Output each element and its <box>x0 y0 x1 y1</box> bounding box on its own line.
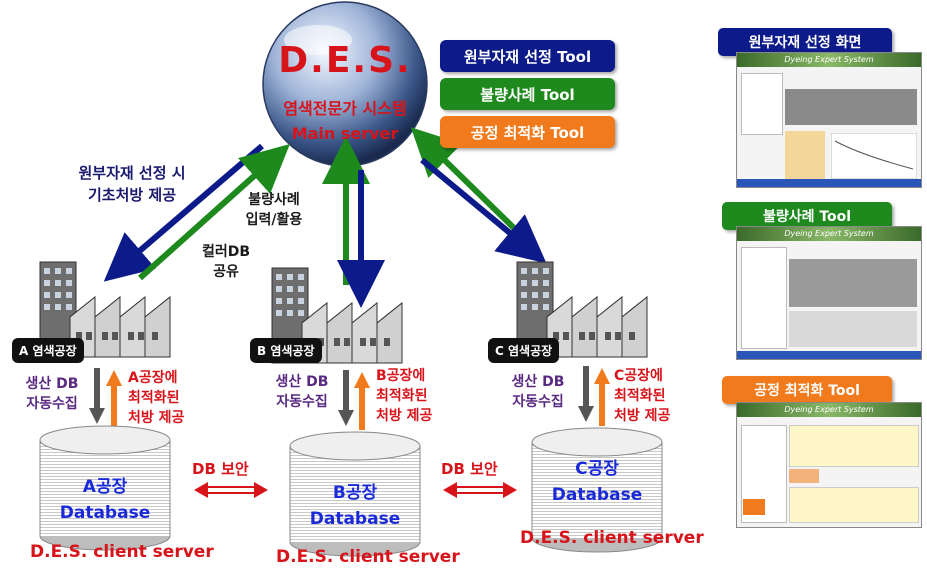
screen-material-taskbar <box>737 179 921 187</box>
factory-c-provide-line3: 처방 제공 <box>614 408 671 424</box>
server-title: D.E.S. <box>278 40 412 81</box>
client-server-b: D.E.S. client server <box>276 547 460 567</box>
factory-a-provide-line2: 최적화된 <box>128 390 180 406</box>
factory-b-collect-line1: 생산 DB <box>275 374 329 390</box>
screen-material-chart <box>831 133 917 179</box>
factory-a-collect-line2: 자동수집 <box>26 396 78 412</box>
factory-b-provide: B공장에 최적화된 처방 제공 <box>376 366 432 426</box>
screen-defect-tree <box>741 247 787 349</box>
factory-c-provide: C공장에 최적화된 처방 제공 <box>614 366 670 426</box>
factory-b-provide-line1: B공장에 <box>376 368 426 384</box>
screen-process-banner: Dyeing Expert System <box>737 403 921 417</box>
db-security-label-ab: DB 보안 <box>192 460 249 478</box>
screen-material-form <box>785 131 825 179</box>
factory-a-provide: A공장에 최적화된 처방 제공 <box>128 368 184 428</box>
screen-material-selection: Dyeing Expert System <box>736 52 922 188</box>
database-b-name: B공장 <box>332 483 378 503</box>
screen-process-optimization: Dyeing Expert System <box>736 402 922 528</box>
database-c-type: Database <box>551 485 643 505</box>
screen-process-swatch <box>743 499 765 515</box>
factory-c-collect-line2: 자동수집 <box>512 394 564 410</box>
factory-b-provide-line2: 최적화된 <box>376 388 428 404</box>
database-a-label: A공장 Database <box>40 474 170 526</box>
server-subtitle: 염색전문가 시스템 <box>283 99 407 118</box>
screen-process-panel <box>789 425 919 467</box>
server-role: Main server <box>291 124 399 143</box>
screen-defect-detail <box>789 311 917 347</box>
factory-a-tag: A 염색공장 <box>12 338 84 363</box>
factory-b-tag: B 염색공장 <box>250 338 322 363</box>
factory-a-collect-line1: 생산 DB <box>25 376 79 392</box>
arrow-c-to-server <box>410 127 521 235</box>
arrow-label-material-line1: 원부자재 선정 시 <box>78 164 186 182</box>
screen-defect-taskbar <box>737 351 921 359</box>
database-b-label: B공장 Database <box>290 480 420 532</box>
arrow-label-defect-line1: 불량사례 <box>248 192 300 208</box>
db-security-arrow-ab <box>206 486 256 494</box>
arrow-label-defect: 불량사례 입력/활용 <box>234 190 314 230</box>
screen-process-result <box>789 487 919 523</box>
tool-process-optimization: 공정 최적화 Tool <box>440 116 615 148</box>
client-server-c: D.E.S. client server <box>520 528 704 548</box>
factory-c-db-arrows <box>578 366 610 426</box>
arrow-a-to-server <box>138 144 290 281</box>
screen-defect-banner: Dyeing Expert System <box>737 227 921 241</box>
factory-b-collect-line2: 자동수집 <box>276 394 328 410</box>
factory-c-collect-line1: 생산 DB <box>511 374 565 390</box>
db-security-arrow-bc <box>455 486 505 494</box>
screen-title-material: 원부자재 선정 화면 <box>718 28 892 56</box>
arrow-label-color-db: 컬러DB 공유 <box>196 242 256 282</box>
screen-defect-cases: Dyeing Expert System <box>736 226 922 360</box>
screen-process-highlight <box>789 469 819 483</box>
factory-b-collect: 생산 DB 자동수집 <box>264 372 340 412</box>
factory-c-tag: C 염색공장 <box>488 338 560 363</box>
database-c-label: C공장 Database <box>532 456 662 508</box>
database-a-type: Database <box>59 503 151 523</box>
arrow-label-material: 원부자재 선정 시 기초처방 제공 <box>62 162 202 206</box>
factory-b-provide-line3: 처방 제공 <box>376 408 433 424</box>
factory-a-provide-line1: A공장에 <box>128 370 178 386</box>
factory-b-db-arrows <box>338 370 370 430</box>
factory-a-db-arrows <box>89 368 122 428</box>
screen-title-process: 공정 최적화 Tool <box>722 376 892 404</box>
screen-material-tree <box>741 73 783 135</box>
factory-c-provide-line1: C공장에 <box>614 368 663 384</box>
factory-c-collect: 생산 DB 자동수집 <box>500 372 576 412</box>
database-b-type: Database <box>309 509 401 529</box>
screen-material-grid <box>785 89 917 125</box>
database-c-name: C공장 <box>575 459 619 479</box>
screen-defect-grid <box>789 259 917 307</box>
db-security-label-bc: DB 보안 <box>441 460 498 478</box>
screen-material-banner: Dyeing Expert System <box>737 53 921 67</box>
arrow-label-material-line2: 기초처방 제공 <box>87 186 177 204</box>
factory-a-provide-line3: 처방 제공 <box>128 410 185 426</box>
arrow-label-defect-line2: 입력/활용 <box>245 212 303 228</box>
arrow-label-color-line2: 공유 <box>213 264 239 280</box>
factory-a-collect: 생산 DB 자동수집 <box>14 374 90 414</box>
arrow-label-color-line1: 컬러DB <box>201 244 251 260</box>
factory-c-provide-line2: 최적화된 <box>614 388 666 404</box>
screen-title-defect: 불량사례 Tool <box>722 202 892 230</box>
database-a-name: A공장 <box>82 477 128 497</box>
tool-material-selection: 원부자재 선정 Tool <box>440 40 615 72</box>
tool-defect-cases: 불량사례 Tool <box>440 78 615 110</box>
client-server-a: D.E.S. client server <box>30 542 214 562</box>
arrow-server-to-c <box>420 157 547 264</box>
